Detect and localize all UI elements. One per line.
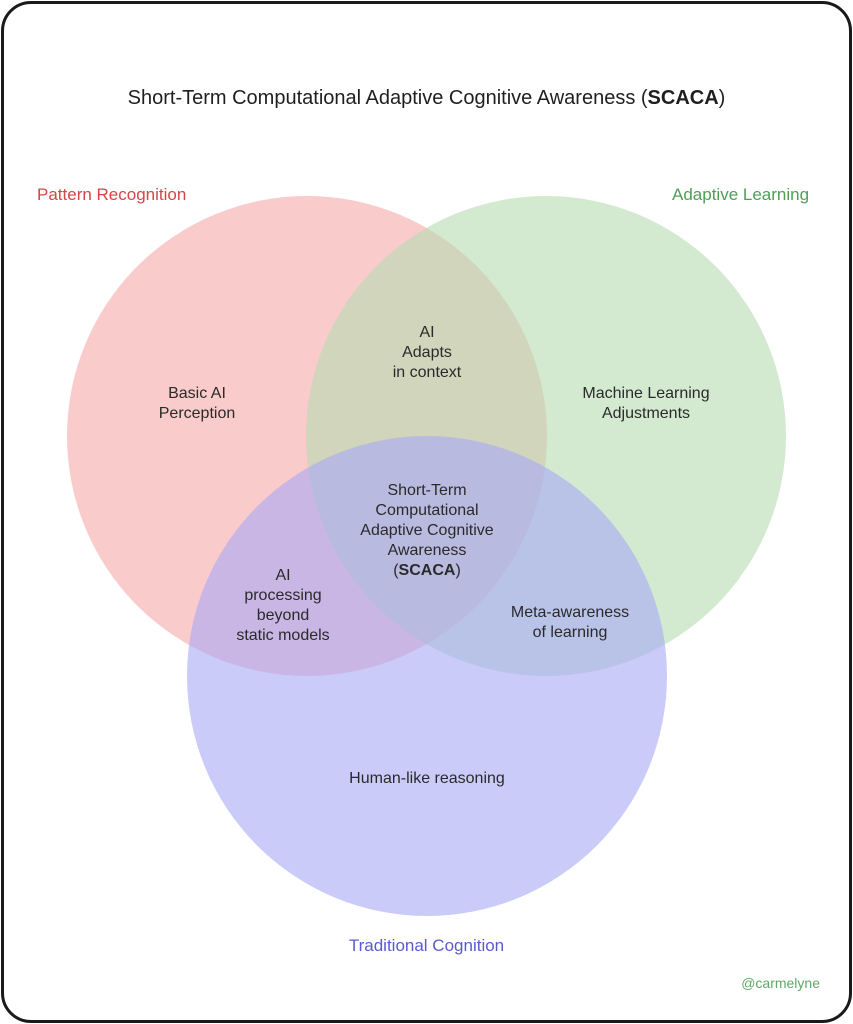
circle-traditional-cognition xyxy=(187,436,667,916)
region-adaptive-only: Machine Learning Adjustments xyxy=(582,385,710,422)
diagram-title: Short-Term Computational Adaptive Cognit… xyxy=(127,87,726,109)
region-adaptive-traditional: Meta-awareness of learning xyxy=(510,604,630,641)
label-adaptive-learning: Adaptive Learning xyxy=(672,185,810,204)
label-traditional-cognition: Traditional Cognition xyxy=(348,936,505,955)
label-pattern-recognition: Pattern Recognition xyxy=(37,185,187,204)
region-traditional-only: Human-like reasoning xyxy=(349,770,505,787)
region-center: Short-Term Computational Adaptive Cognit… xyxy=(360,482,494,579)
region-pattern-only: Basic AI Perception xyxy=(158,385,236,422)
watermark-handle: @carmelyne xyxy=(741,975,820,991)
region-pattern-adaptive: AI Adapts in context xyxy=(392,324,462,381)
region-pattern-traditional: AI processing beyond static models xyxy=(236,567,330,644)
